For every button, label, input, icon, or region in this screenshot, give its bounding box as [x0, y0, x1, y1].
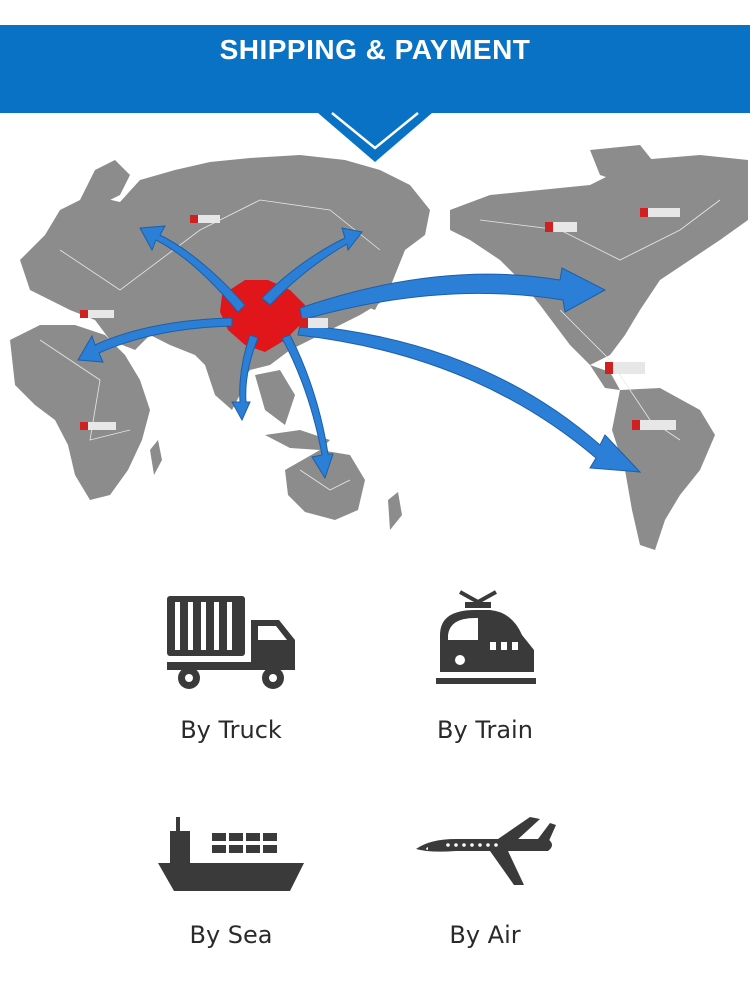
- header-banner: [0, 25, 750, 113]
- mode-label-truck: By Truck: [180, 716, 282, 744]
- banner-notch: [318, 112, 432, 162]
- airplane-icon: [416, 817, 556, 885]
- mode-train: By Train: [385, 590, 585, 744]
- mode-label-train: By Train: [437, 716, 533, 744]
- train-icon: [436, 590, 536, 684]
- mode-sea: By Sea: [131, 815, 331, 949]
- mode-label-sea: By Sea: [189, 921, 273, 949]
- route-arrow-icon: [77, 225, 642, 480]
- china-highlight-icon: [220, 280, 305, 352]
- page-title: SHIPPING & PAYMENT: [219, 34, 531, 65]
- mode-truck: By Truck: [131, 590, 331, 744]
- ship-icon: [158, 817, 304, 891]
- mode-label-air: By Air: [449, 921, 521, 949]
- truck-icon: [167, 596, 295, 689]
- vehicle-markers: [80, 208, 680, 430]
- world-map: [10, 145, 748, 550]
- mode-air: By Air: [385, 815, 585, 949]
